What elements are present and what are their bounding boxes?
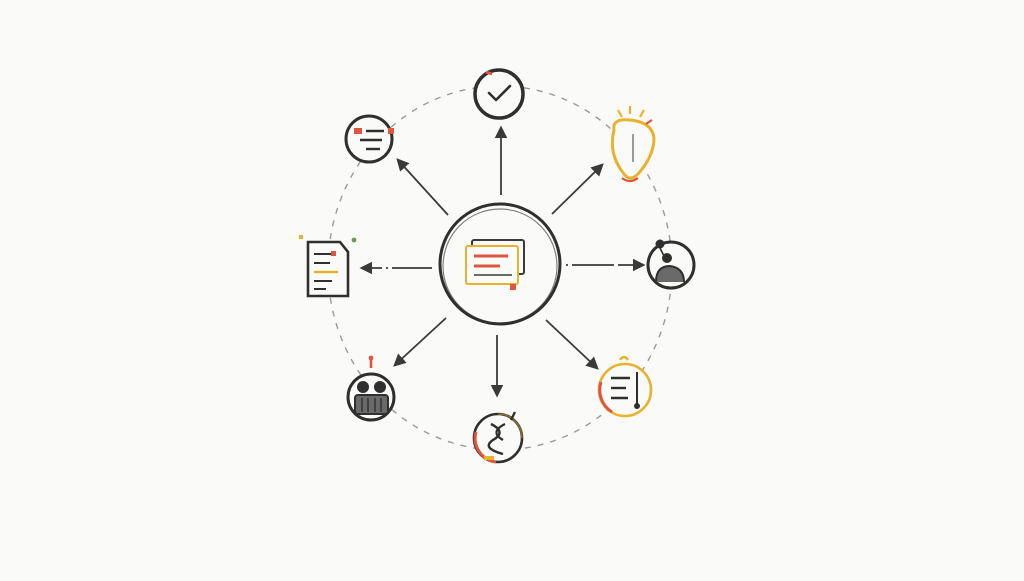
document-icon: [299, 235, 357, 298]
dna-icon: [484, 411, 517, 460]
node-bottom: [472, 411, 524, 464]
node-bottom-right: [597, 355, 653, 418]
person-badge-icon: [655, 239, 685, 283]
spokes: [359, 125, 646, 398]
node-top: [473, 68, 525, 120]
arrow-bottom-right: [545, 319, 599, 370]
node-top-right: [610, 106, 656, 183]
list-icon: [354, 128, 394, 151]
checkmark-icon: [485, 70, 512, 102]
node-top-left: [344, 114, 394, 164]
arrow-bottom-left: [393, 317, 447, 367]
arrow-top-left: [396, 158, 449, 216]
node-bottom-left: [346, 355, 396, 422]
arrow-top-right: [551, 163, 604, 215]
node-left: [299, 235, 357, 298]
lightbulb-icon: [610, 106, 656, 183]
stacked-cards-icon: [465, 239, 525, 290]
hub-node: [438, 202, 562, 326]
checklist-icon: [611, 355, 640, 409]
node-right: [646, 239, 696, 290]
people-group-icon: [354, 355, 389, 415]
